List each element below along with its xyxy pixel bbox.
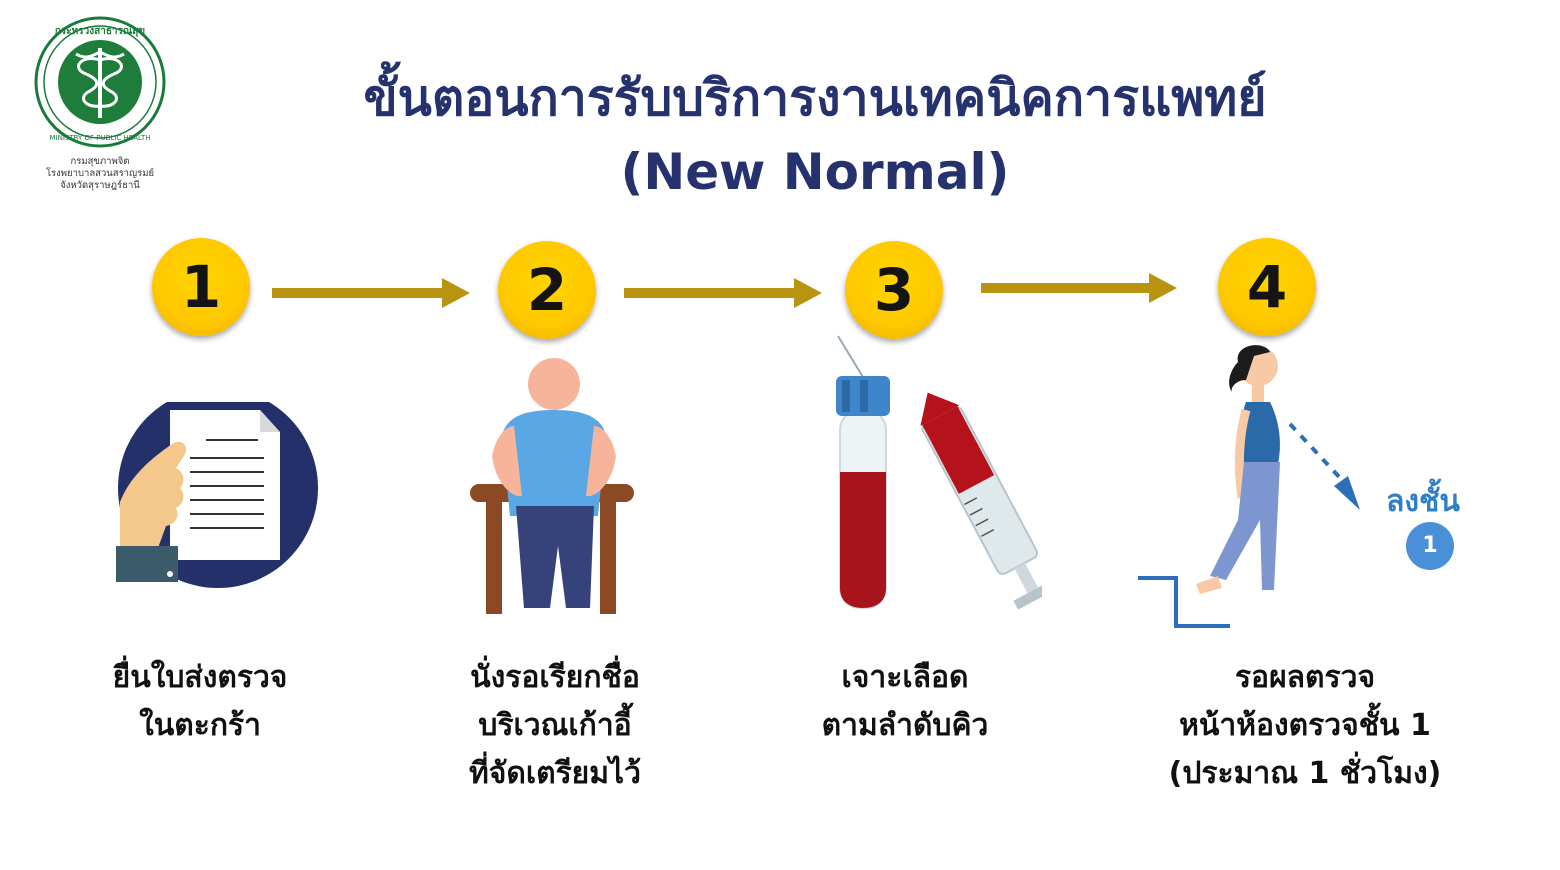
step-label-line: บริเวณเก้าอี้ [478, 708, 632, 743]
step-number-badge: 1 [152, 238, 250, 336]
step-label-line: ยื่นใบส่งตรวจ [112, 660, 288, 695]
floor-number-badge: 1 [1406, 522, 1454, 570]
step-label-line: ตามลำดับคิว [821, 708, 989, 743]
step-number-badge: 3 [845, 241, 943, 339]
seated-person-icon [470, 358, 634, 614]
logo-caption-line: โรงพยาบาลสวนสราญรมย์ [45, 168, 155, 179]
step-label-line: นั่งรอเรียกชื่อ [470, 660, 640, 695]
step-label-line: ที่จัดเตรียมไว้ [469, 756, 641, 791]
blood-tube-syringe-icon [836, 335, 1042, 610]
svg-text:MINISTRY OF PUBLIC HEALTH: MINISTRY OF PUBLIC HEALTH [50, 134, 151, 142]
step-label: รอผลตรวจ หน้าห้องตรวจชั้น 1 (ประมาณ 1 ชั… [1135, 654, 1475, 798]
step-number-badge: 4 [1218, 238, 1316, 336]
step-label-line: เจาะเลือด [841, 660, 969, 695]
step-label-line: ในตะกร้า [139, 708, 261, 743]
step-label: นั่งรอเรียกชื่อ บริเวณเก้าอี้ ที่จัดเตรี… [420, 654, 690, 798]
step-label: เจาะเลือด ตามลำดับคิว [780, 654, 1030, 750]
logo-caption: กรมสุขภาพจิต โรงพยาบาลสวนสราญรมย์ จังหวั… [30, 156, 170, 192]
page-subtitle: (New Normal) [620, 143, 1010, 201]
flow-arrow [624, 278, 822, 308]
logo-caption-line: กรมสุขภาพจิต [70, 156, 130, 167]
svg-text:กระทรวงสาธารณสุข: กระทรวงสาธารณสุข [55, 26, 145, 37]
page-title: ขั้นตอนการรับบริการงานเทคนิคการแพทย์ [363, 69, 1267, 127]
step-label-line: หน้าห้องตรวจชั้น 1 [1179, 708, 1431, 743]
flow-arrow [981, 273, 1177, 303]
moph-seal-icon: กระทรวงสาธารณสุข MINISTRY OF PUBLIC HEAL… [34, 16, 166, 148]
floor-direction-label: ลงชั้น [1386, 484, 1460, 519]
logo-caption-line: จังหวัดสุราษฎร์ธานี [60, 180, 140, 191]
step-label-line: (ประมาณ 1 ชั่วโมง) [1168, 756, 1442, 791]
step-label: ยื่นใบส่งตรวจ ในตะกร้า [75, 654, 325, 750]
document-hand-icon [116, 402, 318, 588]
ministry-logo: กระทรวงสาธารณสุข MINISTRY OF PUBLIC HEAL… [30, 14, 170, 199]
step-number-badge: 2 [498, 241, 596, 339]
flow-arrow [272, 278, 470, 308]
step-label-line: รอผลตรวจ [1234, 660, 1376, 695]
walking-woman-stairs-icon [1138, 345, 1360, 628]
